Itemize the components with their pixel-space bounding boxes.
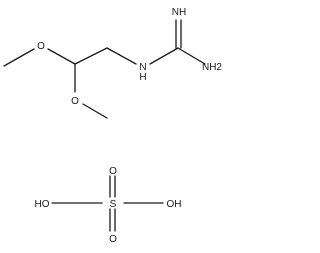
bond-n-guanidine-c <box>149 47 179 65</box>
chemical-structure-drawing: O O N H NH NH2 S O O HO OH <box>3 7 222 245</box>
atom-imine-nh: NH <box>172 7 186 18</box>
atom-oxygen-top: O <box>109 166 117 177</box>
atom-oxygen-upper: O <box>37 41 45 52</box>
bond-o-lower-methyl <box>82 103 108 119</box>
sulfuric-acid-molecule: S O O HO OH <box>35 166 182 245</box>
bond-o-upper-acetal-c <box>47 48 76 65</box>
bond-guanidine-c-nh2 <box>177 47 206 65</box>
bond-ch2-n <box>106 47 137 65</box>
atom-hydroxyl-left: HO <box>35 199 50 210</box>
atom-hydroxyl-right: OH <box>167 199 182 210</box>
atom-sulfur: S <box>110 199 117 210</box>
atom-hydrogen-on-nitrogen: H <box>139 72 146 83</box>
bond-acetal-c-ch2 <box>74 47 108 65</box>
guanidine-acetal-molecule: O O N H NH NH2 <box>3 7 222 119</box>
bond-methyl-o-upper <box>3 48 35 67</box>
atom-amino-nh2: NH2 <box>202 62 222 73</box>
atom-oxygen-bottom: O <box>109 234 117 245</box>
atom-oxygen-lower: O <box>71 96 79 107</box>
atom-nitrogen-amine: N <box>139 62 146 73</box>
